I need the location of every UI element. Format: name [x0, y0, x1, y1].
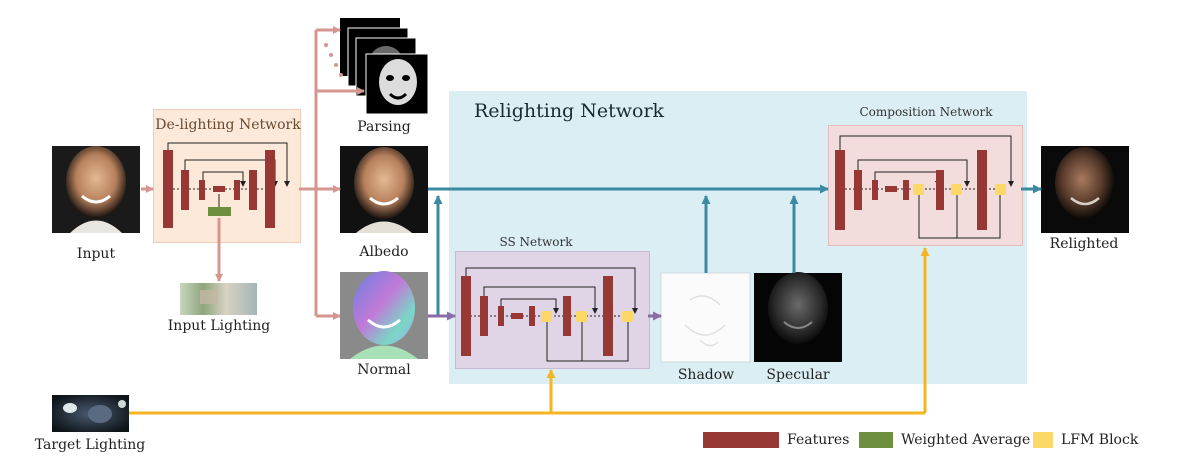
- lfm-block: [541, 311, 552, 322]
- relighted-image: [1041, 146, 1129, 233]
- delighting-network-panel: [153, 109, 301, 243]
- legend-features-label: Features: [787, 432, 850, 448]
- lfm-block: [576, 311, 587, 322]
- feature-block: [854, 170, 862, 210]
- legend-features-swatch: [703, 432, 779, 448]
- feature-block: [213, 186, 225, 192]
- feature-block: [885, 186, 897, 192]
- feature-block: [249, 170, 257, 210]
- feature-block: [511, 313, 523, 319]
- feature-block: [872, 180, 878, 200]
- legend-lfm-block-label: LFM Block: [1061, 432, 1139, 448]
- title-composition-network: Composition Network: [859, 105, 993, 119]
- shadow-image: [660, 272, 751, 363]
- parsing-dots: [324, 43, 343, 77]
- weighted-average-block: [208, 207, 231, 216]
- label-input-lighting: Input Lighting: [167, 318, 271, 334]
- input-lighting-image: [180, 283, 257, 315]
- title-ss-network: SS Network: [499, 235, 573, 249]
- title-relighting-network: Relighting Network: [474, 100, 665, 122]
- label-parsing: Parsing: [357, 119, 411, 135]
- feature-block: [480, 296, 488, 336]
- teal-arrows: [428, 184, 1042, 316]
- feature-block: [234, 180, 240, 200]
- lfm-block: [913, 184, 924, 195]
- feature-block: [199, 180, 205, 200]
- legend-features: Features: [703, 432, 849, 448]
- label-shadow: Shadow: [677, 367, 735, 383]
- albedo-image: [340, 146, 428, 233]
- legend-lfm-block: LFM Block: [1033, 432, 1138, 448]
- lfm-block: [622, 311, 633, 322]
- legend-weighted-average: Weighted Average: [859, 432, 1030, 448]
- label-target-lighting: Target Lighting: [34, 437, 146, 453]
- lfm-block: [995, 184, 1006, 195]
- feature-block: [181, 170, 189, 210]
- feature-block: [903, 180, 909, 200]
- target-lighting-image: [52, 395, 129, 432]
- feature-block: [461, 276, 471, 356]
- normal-image: [340, 271, 428, 359]
- label-specular: Specular: [766, 367, 830, 383]
- feature-block: [936, 170, 944, 210]
- feature-block: [563, 296, 571, 336]
- pink-arrows: [141, 26, 365, 320]
- feature-block: [498, 306, 504, 326]
- label-albedo: Albedo: [359, 244, 409, 260]
- input-image: [52, 146, 140, 233]
- feature-block: [265, 150, 275, 228]
- lfm-block: [951, 184, 962, 195]
- specular-image: [754, 272, 842, 362]
- feature-block: [977, 150, 987, 230]
- legend-weighted-average-label: Weighted Average: [901, 432, 1031, 448]
- legend-lfm-block-swatch: [1033, 432, 1053, 448]
- feature-block: [163, 150, 173, 228]
- ss-unet: [461, 267, 638, 362]
- label-normal: Normal: [357, 362, 411, 378]
- feature-block: [835, 150, 845, 230]
- legend-weighted-average-swatch: [859, 432, 893, 448]
- delighting-unet: [163, 142, 290, 228]
- feature-block: [529, 306, 535, 326]
- yellow-arrows: [129, 247, 930, 415]
- composition-unet: [835, 135, 1014, 239]
- title-delighting-network: De-lighting Network: [155, 117, 301, 133]
- label-input: Input: [76, 246, 116, 262]
- label-relighted: Relighted: [1049, 236, 1119, 252]
- parsing-images-stack: [340, 18, 429, 115]
- feature-block: [603, 276, 613, 356]
